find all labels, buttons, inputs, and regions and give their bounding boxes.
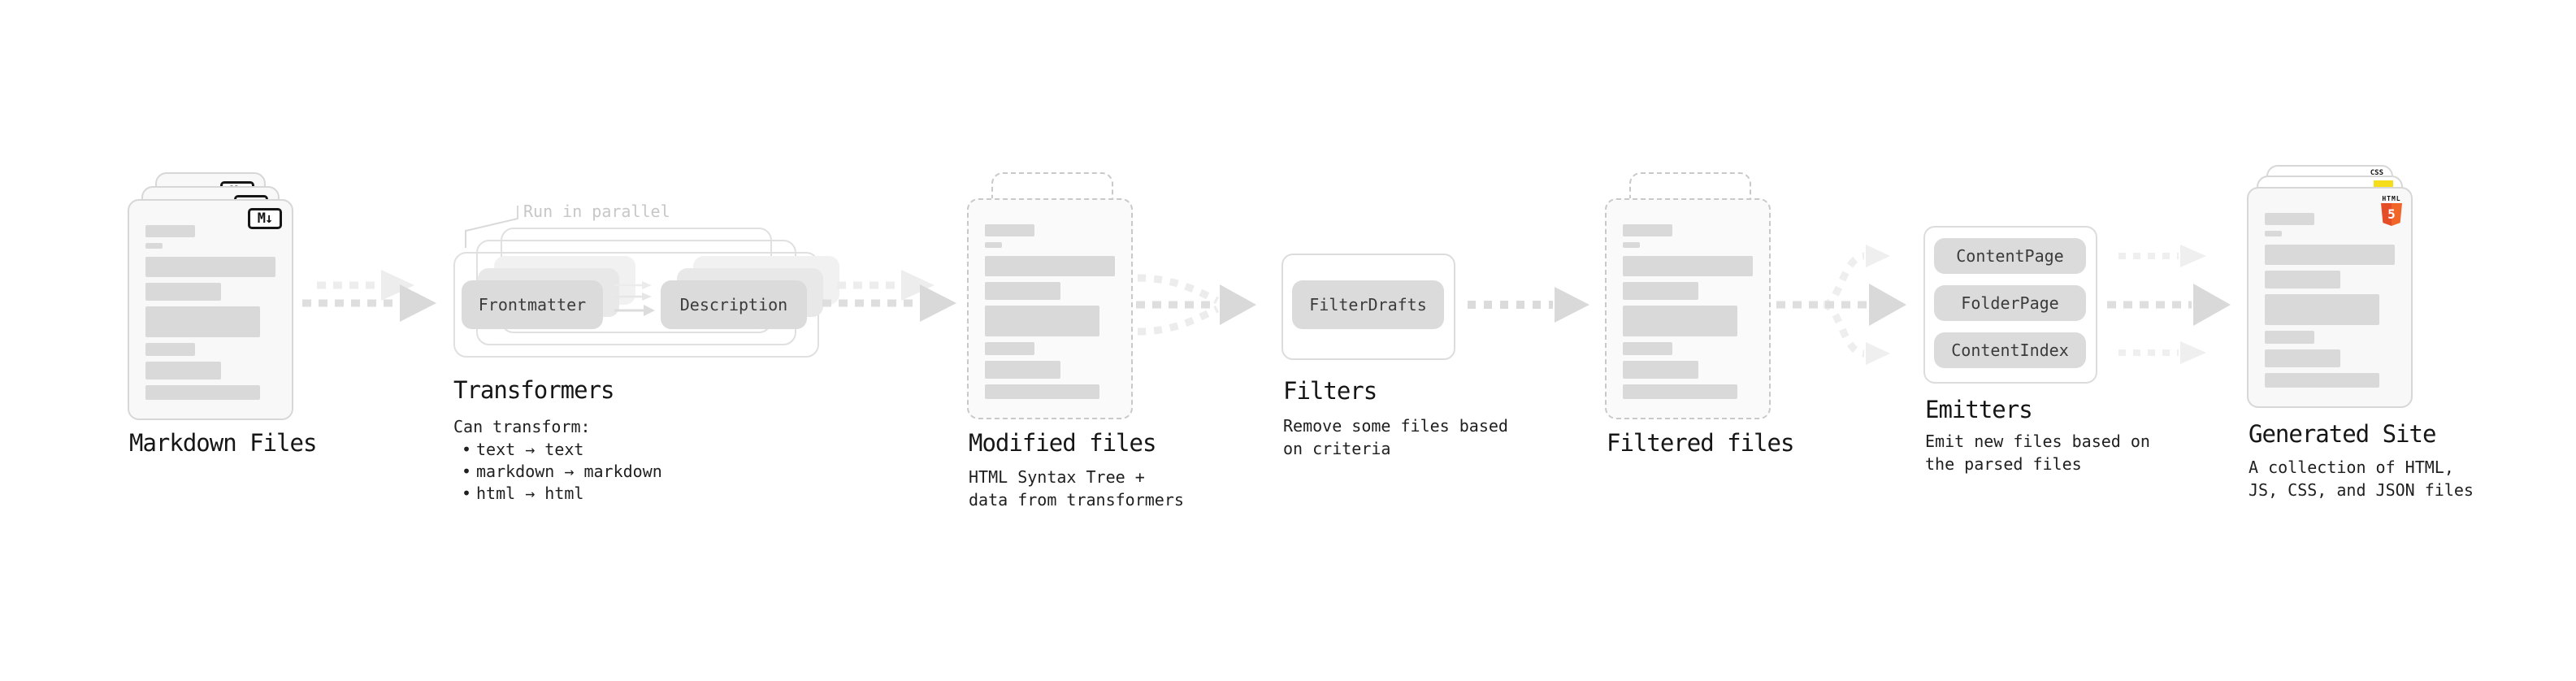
filtered-file-card-front: [1605, 198, 1771, 419]
filterdrafts-pill: FilterDrafts: [1292, 280, 1444, 329]
bullet-item: •markdown → markdown: [461, 462, 662, 481]
stage-title-filtered-files: Filtered files: [1607, 429, 1794, 457]
transformers-description: Can transform:: [453, 417, 591, 436]
arrows-emitters-to-generated: [2107, 245, 2231, 364]
stage-title-generated-site: Generated Site: [2249, 420, 2436, 448]
stage-title-transformers: Transformers: [453, 376, 615, 404]
stage-title-markdown-files: Markdown Files: [129, 429, 317, 457]
stage-generated-site: CSS HTML 5 Generated Site A collection o…: [2247, 165, 2474, 523]
arrow-filters-to-filtered: [1468, 287, 1589, 323]
markdown-icon: M↓: [248, 208, 282, 229]
stage-transformers: Run in parallel Frontmatter Description …: [453, 199, 839, 557]
pill-to-pill-arrows: [614, 281, 655, 316]
arrow-modified-to-filters-fan-in: [1136, 274, 1256, 336]
stage-filters: FilterDrafts Filters Remove some files b…: [1281, 254, 1508, 497]
transformers-bullet-list: •text → text •markdown → markdown •html …: [457, 439, 662, 505]
bullet-item: •html → html: [461, 484, 584, 503]
description-pill: Description: [661, 280, 807, 329]
contentpage-pill: ContentPage: [1934, 238, 2086, 274]
filters-description: Remove some files based on criteria: [1283, 416, 1508, 458]
document-text-placeholder: [1623, 224, 1753, 405]
document-text-placeholder: [985, 224, 1115, 405]
emitters-description: Emit new files based on the parsed files: [1925, 432, 2150, 474]
stage-emitters: ContentPage FolderPage ContentIndex Emit…: [1923, 226, 2150, 494]
stage-filtered-files: Filtered files: [1605, 172, 1794, 514]
stage-title-emitters: Emitters: [1925, 396, 2033, 423]
arrow-markdown-to-transformers: [302, 270, 436, 322]
document-text-placeholder: [145, 225, 275, 406]
generated-site-description: A collection of HTML, JS, CSS, and JSON …: [2249, 458, 2474, 500]
frontmatter-pill: Frontmatter: [462, 280, 603, 329]
document-text-placeholder: [2265, 213, 2395, 393]
note-connector-line: [465, 206, 518, 248]
folderpage-pill: FolderPage: [1934, 285, 2086, 321]
markdown-file-card-front: M↓: [128, 199, 293, 420]
arrow-transformers-to-modified: [822, 270, 956, 322]
bullet-item: •text → text: [461, 440, 584, 459]
html5-icon: HTML 5: [2380, 195, 2403, 226]
stage-markdown-files: M↓ M↓ M↓ Markdown Files: [128, 172, 317, 514]
stage-modified-files: Modified files HTML Syntax Tree + data f…: [967, 172, 1184, 530]
contentindex-pill: ContentIndex: [1934, 332, 2086, 368]
modified-file-card-front: [967, 198, 1133, 419]
generated-card-html: HTML 5: [2247, 187, 2413, 408]
stage-title-filters: Filters: [1283, 377, 1377, 405]
stage-title-modified-files: Modified files: [969, 429, 1156, 457]
run-in-parallel-note: Run in parallel: [523, 202, 670, 221]
modified-files-description: HTML Syntax Tree + data from transformer…: [969, 467, 1184, 510]
arrow-filtered-to-emitters-fan-out: [1776, 245, 1906, 365]
